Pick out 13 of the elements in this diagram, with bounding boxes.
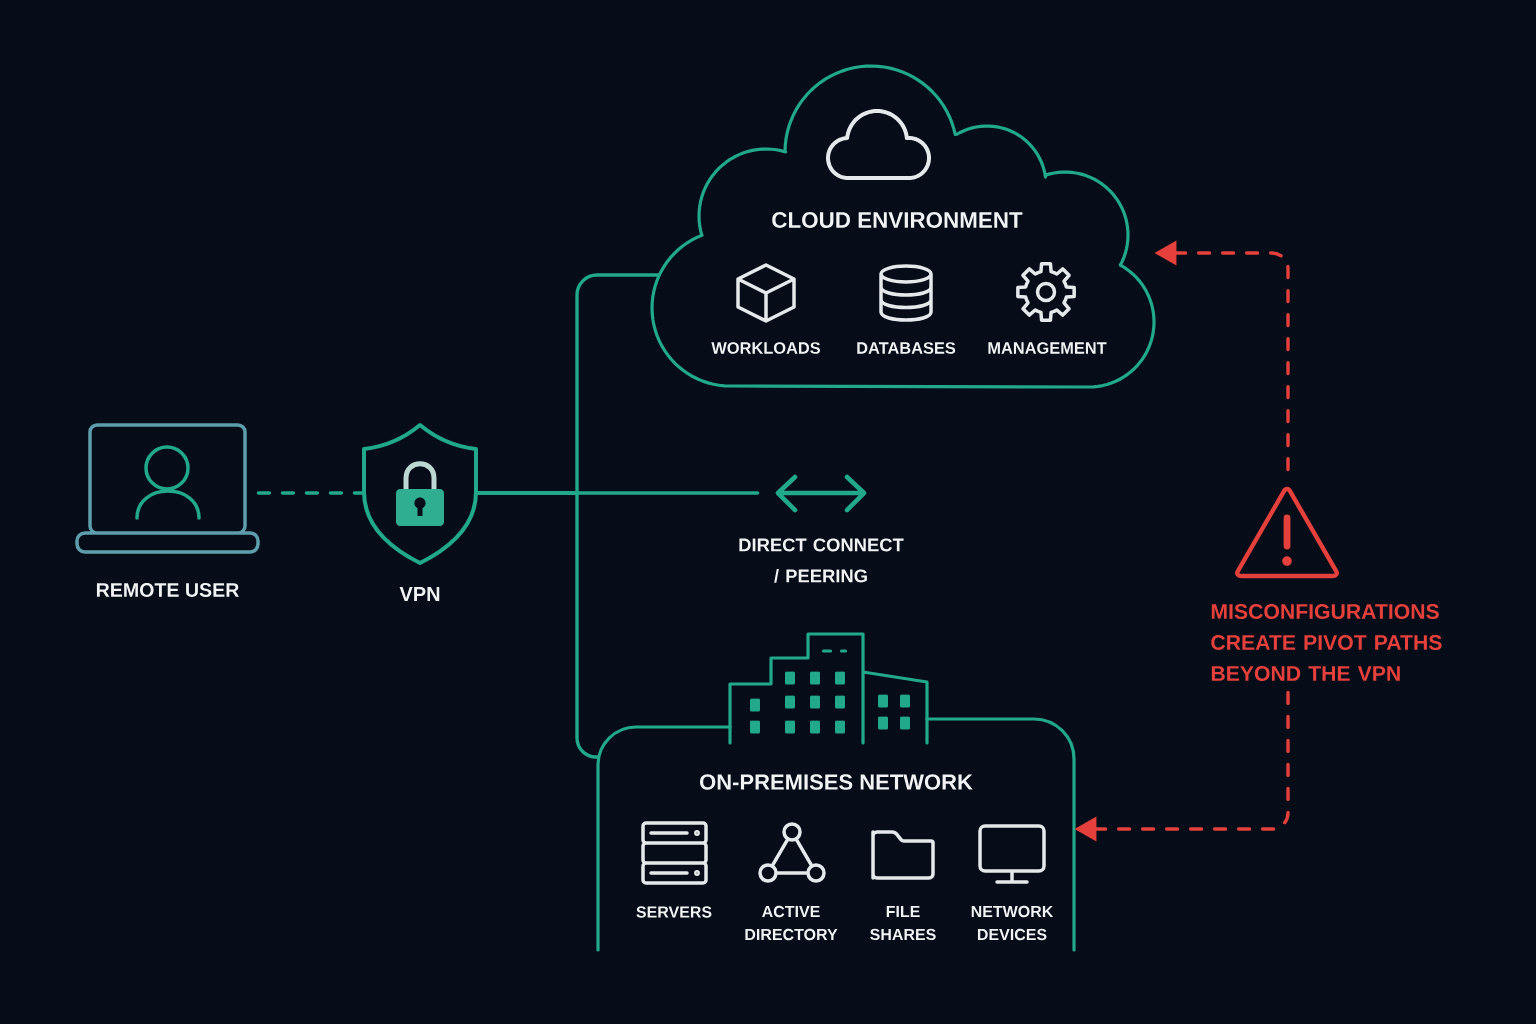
node-label: ACTIVE DIRECTORY <box>745 905 838 941</box>
node-label: DATABASES <box>857 342 956 354</box>
node-label: REMOTE USER <box>96 583 239 597</box>
node-label: VPN <box>399 587 440 601</box>
dashed-line <box>256 491 364 495</box>
node-label: SERVERS <box>636 906 712 918</box>
node-label: DIRECT CONNECT / PEERING <box>739 538 904 583</box>
node-label: WORKLOADS <box>711 342 820 354</box>
warning-text: MISCONFIGURATIONS CREATE PIVOT PATHS BEYOND THE VPN <box>1211 604 1442 682</box>
node-label: MANAGEMENT <box>988 342 1107 354</box>
node-label: FILE SHARES <box>870 905 936 941</box>
connector-line <box>476 491 600 759</box>
node-label: NETWORK DEVICES <box>971 905 1054 941</box>
